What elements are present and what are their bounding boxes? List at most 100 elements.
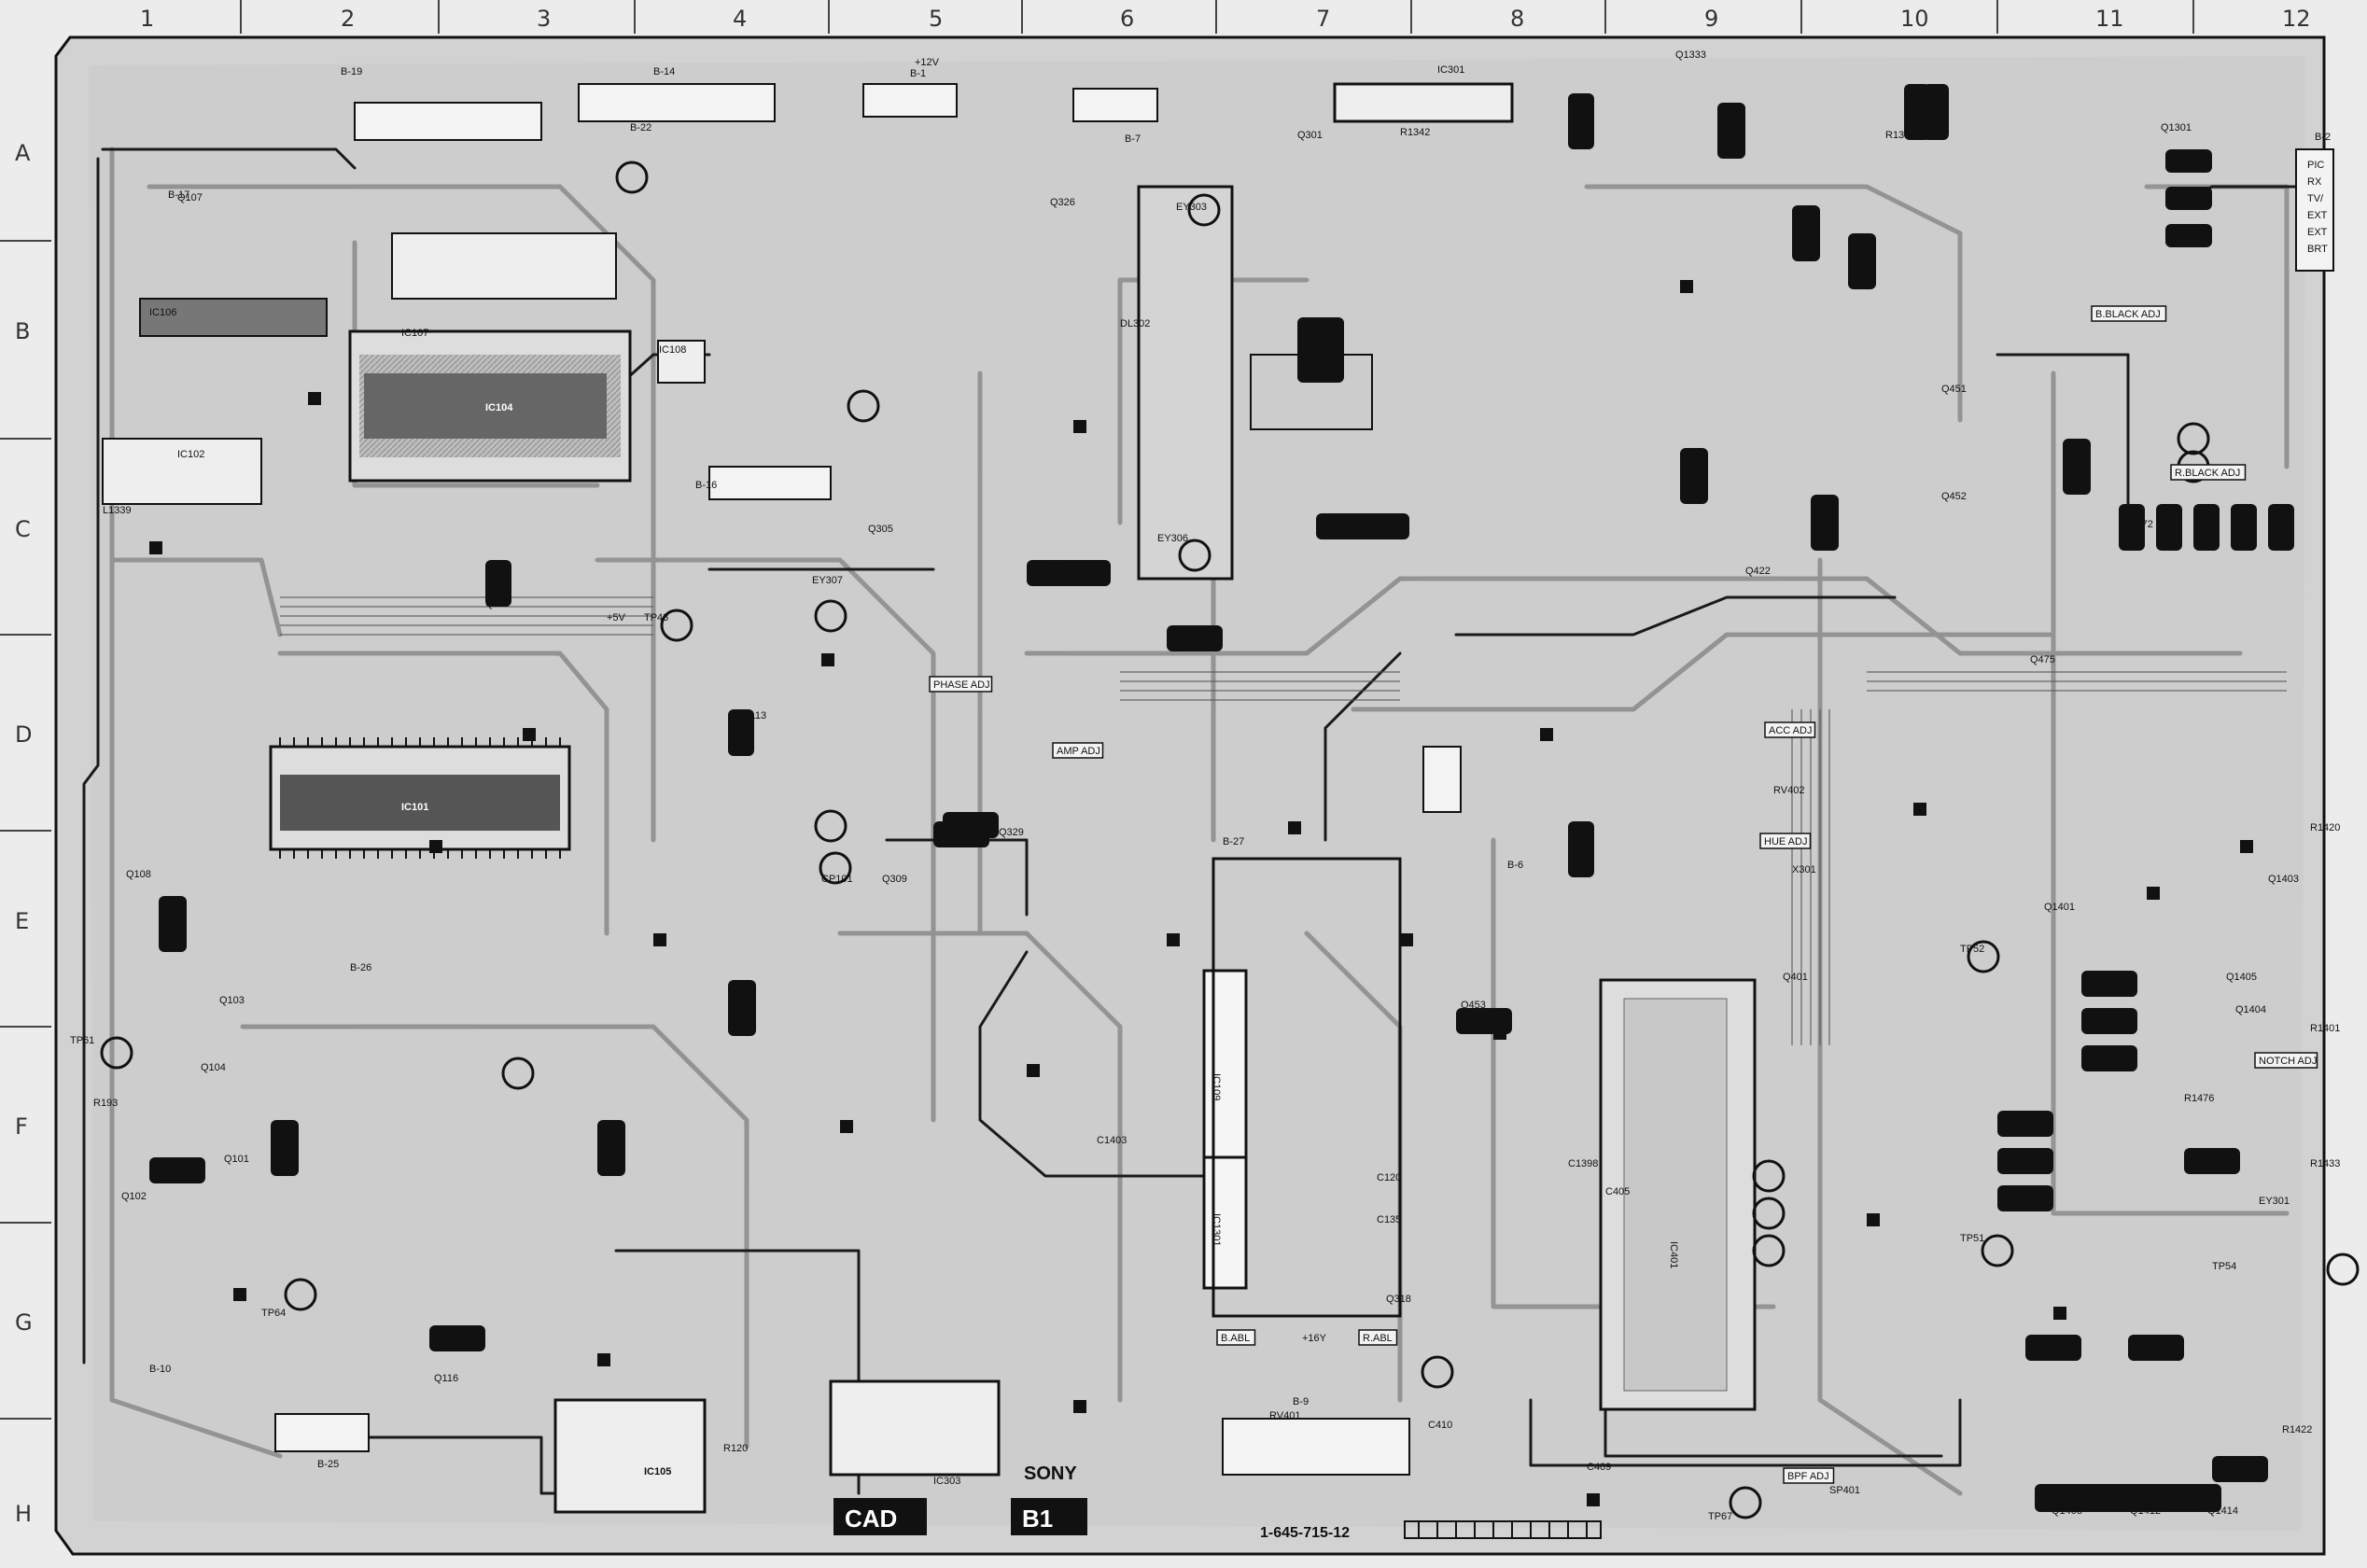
ic102-label: IC102	[177, 449, 204, 460]
part-label: Q113	[742, 710, 766, 721]
connector-b-14	[578, 83, 776, 122]
part-label: Q422	[1745, 566, 1771, 577]
connector-b-2	[2295, 148, 2334, 272]
grid-row-label: B	[15, 318, 30, 344]
grid-column-label: 3	[537, 6, 551, 32]
part-label: DL302	[1120, 318, 1150, 329]
connector-label: B-17	[168, 189, 189, 201]
part-label: Q329	[999, 827, 1024, 838]
connector-b-1	[862, 83, 958, 118]
connector-label: B-27	[1223, 836, 1244, 847]
test-point-label: TP61	[70, 1035, 94, 1046]
grid-row-label: F	[15, 1113, 28, 1140]
test-point-label: TP64	[261, 1308, 286, 1319]
ic-ic105: IC105	[553, 1398, 707, 1514]
connector-b-7	[1072, 88, 1158, 122]
rail-label: +12V	[915, 57, 940, 68]
ic108-label: IC108	[659, 344, 686, 356]
edge-label: EXT	[2307, 227, 2328, 238]
ic-ic303: IC303	[829, 1379, 1001, 1487]
rail-label: +5V	[607, 612, 626, 623]
part-label: Q305	[868, 524, 893, 535]
ic401-label: IC401	[1668, 1241, 1679, 1268]
grid-column-label: 6	[1120, 6, 1134, 32]
part-label: R1422	[2282, 1424, 2312, 1435]
ic106-label: IC106	[149, 307, 176, 318]
adjustment-label: R.BLACK ADJ	[2175, 468, 2240, 479]
ic-ic102: IC102	[102, 438, 262, 505]
grid-column-label: 8	[1510, 6, 1524, 32]
ic-ic107: IC107	[391, 232, 617, 339]
edge-label: TV/	[2307, 193, 2324, 204]
ic-ic106: IC106	[139, 298, 328, 337]
part-label: Q309	[882, 874, 907, 885]
part-label: R1338	[1885, 130, 1915, 141]
part-label: Q401	[1783, 972, 1808, 983]
part-label: R1433	[2310, 1158, 2340, 1169]
part-label: R193	[93, 1098, 118, 1109]
connector-b-25	[274, 1413, 370, 1452]
grid-column-label: 7	[1316, 6, 1330, 32]
part-label: Q1403	[2268, 874, 2299, 885]
part-label: Q1414	[2207, 1505, 2238, 1517]
connector-label: B-6	[1507, 860, 1523, 871]
adjustment-label: B.BLACK ADJ	[2095, 309, 2161, 320]
connector-label: B-26	[350, 962, 371, 973]
grid-row-label: C	[15, 516, 31, 542]
adjustment-label: R.ABL	[1363, 1333, 1393, 1344]
part-label: Q1405	[2226, 972, 2257, 983]
grid-column-label: 10	[1900, 6, 1929, 32]
part-label: R1342	[1400, 127, 1430, 138]
cad-logo: CAD	[833, 1498, 927, 1535]
ic101-label: IC101	[401, 802, 428, 813]
edge-label: EXT	[2307, 210, 2328, 221]
edge-label: PIC	[2307, 160, 2324, 171]
connector-label: B-7	[1125, 133, 1141, 145]
grid-column-label: 1	[140, 6, 154, 32]
adjustment-label: NOTCH ADJ	[2259, 1056, 2317, 1067]
grid-column-label: 9	[1704, 6, 1718, 32]
part-label: R1420	[2310, 822, 2340, 833]
ic-ic301: IC301	[1333, 64, 1514, 123]
ic-ic104: IC104	[348, 329, 632, 483]
delay-line-block	[1137, 185, 1234, 581]
test-point-label: TP43	[644, 612, 668, 623]
connector-label: B-14	[653, 66, 675, 77]
part-label: R1476	[2184, 1093, 2214, 1104]
part-label: Q1401	[2044, 902, 2075, 913]
grid-row-label: D	[15, 721, 32, 748]
grid-column-label: 2	[341, 6, 355, 32]
sony-brand: SONY	[1024, 1463, 1077, 1484]
grid-row-label: A	[15, 140, 31, 166]
part-label: C1403	[1097, 1135, 1127, 1146]
ic-ic108: IC108	[657, 340, 706, 384]
ic-ic401: IC401	[1599, 978, 1757, 1411]
part-label: C135	[1377, 1214, 1401, 1225]
part-label: Q452	[1941, 491, 1967, 502]
connector-b-19	[354, 102, 542, 141]
part-label: C410	[1428, 1420, 1452, 1431]
part-label: CP101	[821, 874, 853, 885]
connector-label: B-9	[1293, 1396, 1309, 1407]
part-label: Q101	[224, 1154, 249, 1165]
part-label: C405	[1605, 1186, 1630, 1197]
part-label: Q472	[2128, 519, 2153, 530]
ic301-label: IC301	[1437, 64, 1464, 76]
part-label: Q326	[1050, 197, 1075, 208]
connector-label: B-25	[317, 1459, 339, 1470]
part-label: Q318	[1386, 1294, 1411, 1305]
grid-row-label: H	[15, 1501, 32, 1527]
part-label: Q116	[434, 1373, 458, 1384]
ic-ic1301: IC1301	[1202, 1155, 1248, 1290]
adjustment-label: AMP ADJ	[1057, 746, 1100, 757]
part-label: Q451	[1941, 384, 1967, 395]
adjustment-label: B.ABL	[1221, 1333, 1250, 1344]
ic104-label: IC104	[485, 402, 513, 413]
part-label: RV401	[1269, 1410, 1300, 1421]
connector-b-9	[1222, 1418, 1410, 1476]
part-label: EY307	[812, 575, 843, 586]
part-label: Q107	[177, 192, 203, 203]
rail-label: +16Y	[1302, 1333, 1327, 1344]
part-number: 1-645-715-12	[1260, 1525, 1350, 1541]
